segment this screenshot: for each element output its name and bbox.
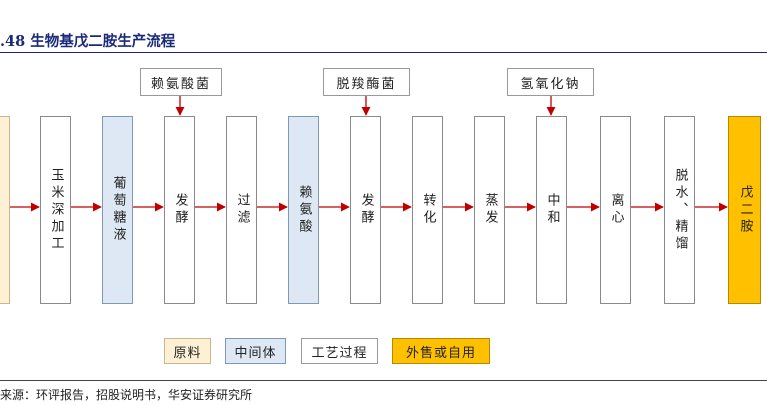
source-note: 来源：环评报告，招股说明书，华安证券研究所: [0, 388, 253, 402]
input-box-lysine-bacteria: 赖氨酸菌: [140, 68, 222, 96]
figure-title: .48 生物基戊二胺生产流程: [0, 33, 176, 50]
flow-step-pentanediamine: 戊二胺: [728, 116, 761, 304]
flow-step-neutralization: 中和: [536, 116, 567, 304]
title-rule: [0, 52, 767, 53]
footer-rule: [0, 380, 767, 381]
flow-step-corn-processing: 玉米深加工: [40, 116, 71, 304]
legend-intermediate: 中间体: [225, 338, 286, 364]
flow-step-lysine: 赖氨酸: [288, 116, 319, 304]
flow-step-filtration: 过滤: [226, 116, 257, 304]
flow-step-glucose-liquid: 葡萄糖液: [102, 116, 133, 304]
legend-sale-or-self-use: 外售或自用: [392, 338, 490, 364]
flow-step-fermentation-1: 发酵: [164, 116, 195, 304]
flow-step-centrifugation: 离心: [600, 116, 631, 304]
flow-step-conversion: 转化: [412, 116, 443, 304]
flow-step-dehydration-rectification: 脱水、精馏: [664, 116, 695, 304]
flow-step-fermentation-2: 发酵: [350, 116, 381, 304]
legend-process: 工艺过程: [301, 338, 378, 364]
flow-step-evaporation: 蒸发: [474, 116, 505, 304]
legend-raw-material: 原料: [164, 338, 211, 364]
input-box-decarboxylase-bacteria: 脱羧酶菌: [323, 68, 410, 96]
input-box-sodium-hydroxide: 氢氧化钠: [507, 68, 594, 96]
flow-step-raw-material: [0, 116, 10, 304]
